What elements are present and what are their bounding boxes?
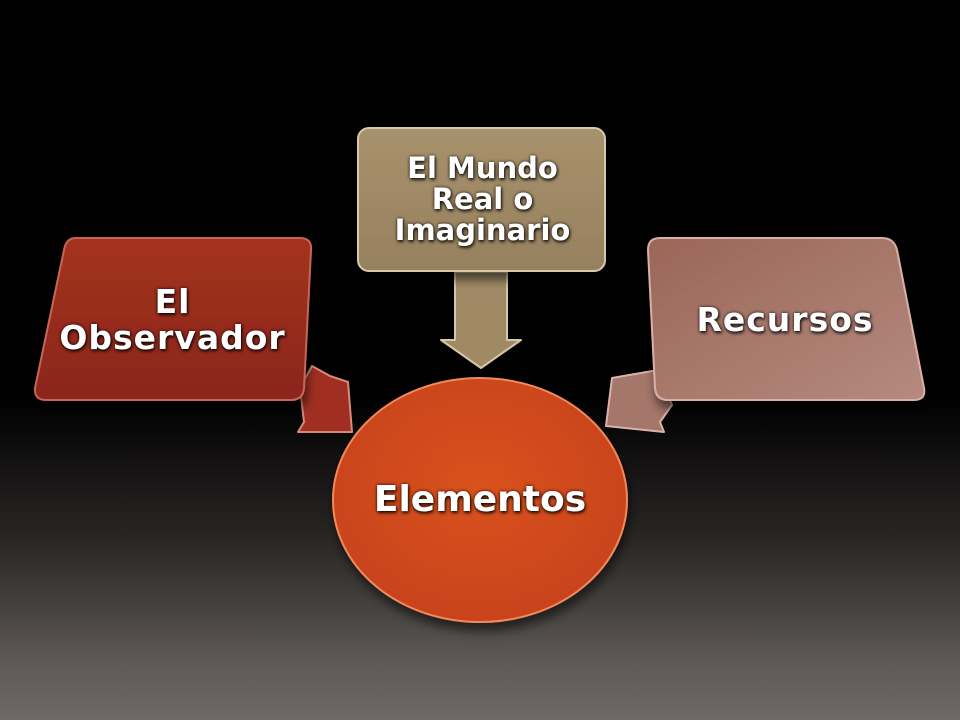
node-recursos-label: Recursos (696, 300, 874, 340)
node-elementos-circle (332, 377, 628, 623)
node-mundo-label: El Mundo Real o Imaginario (394, 150, 571, 248)
arrow-observador-to-elementos (297, 365, 353, 433)
node-recursos-box (646, 237, 926, 401)
node-observador-box (33, 237, 313, 401)
arrow-mundo-to-elementos (440, 271, 522, 369)
node-mundo-box (357, 127, 606, 272)
node-elementos-label: Elementos (373, 478, 587, 520)
node-observador-label: El Observador (59, 282, 286, 357)
